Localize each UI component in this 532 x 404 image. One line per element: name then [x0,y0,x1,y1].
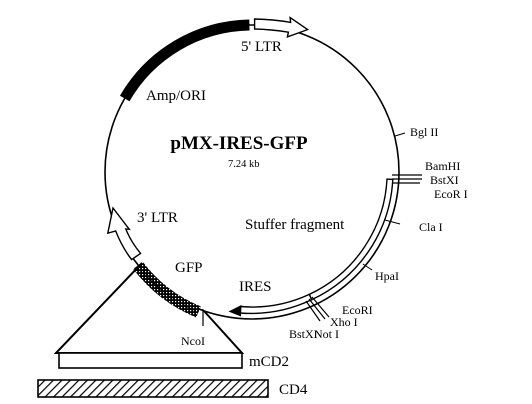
bgl2-tick [394,132,406,137]
label-stuffer: Stuffer fragment [245,217,345,233]
cd4-insert-bar [37,379,269,398]
label-cd4: CD4 [279,382,308,398]
label-bstxi-bottom: BstXI [289,327,318,341]
ltr5-arrow [253,16,310,38]
plasmid-backbone [104,24,400,320]
cla1-tick [384,219,401,225]
label-cla1: Cla I [419,220,443,234]
ires-arrowhead [228,305,242,317]
label-ltr3: 3' LTR [137,210,178,226]
mcd2-insert-bar [58,352,243,369]
amp-ori-segment [119,19,250,102]
label-amp-ori: Amp/ORI [146,88,206,104]
label-ires: IRES [239,279,272,295]
plasmid-size: 7.24 kb [228,159,260,170]
label-gfp: GFP [175,260,203,276]
label-bamhi: BamHI [425,159,460,173]
hpai-tick [362,263,373,271]
label-xho1: Xho I [330,315,358,329]
ltr3-arrow [106,206,142,261]
gfp-segment [133,261,201,318]
label-ncoi: NcoI [181,334,205,348]
plasmid-name: pMX-IRES-GFP [170,133,308,154]
label-ltr5: 5' LTR [241,39,282,55]
label-ecori-bottom: EcoRI [342,303,373,317]
site-ticks-top [392,174,422,184]
label-hpai: HpaI [375,269,399,283]
label-mcd2: mCD2 [249,354,289,370]
site-ticks-bottom [305,296,330,322]
label-ecor1-top: EcoR I [434,187,468,201]
label-bstxi-top: BstXI [430,173,459,187]
label-bgl2: Bgl II [410,125,438,139]
label-not1: Not I [314,327,339,341]
